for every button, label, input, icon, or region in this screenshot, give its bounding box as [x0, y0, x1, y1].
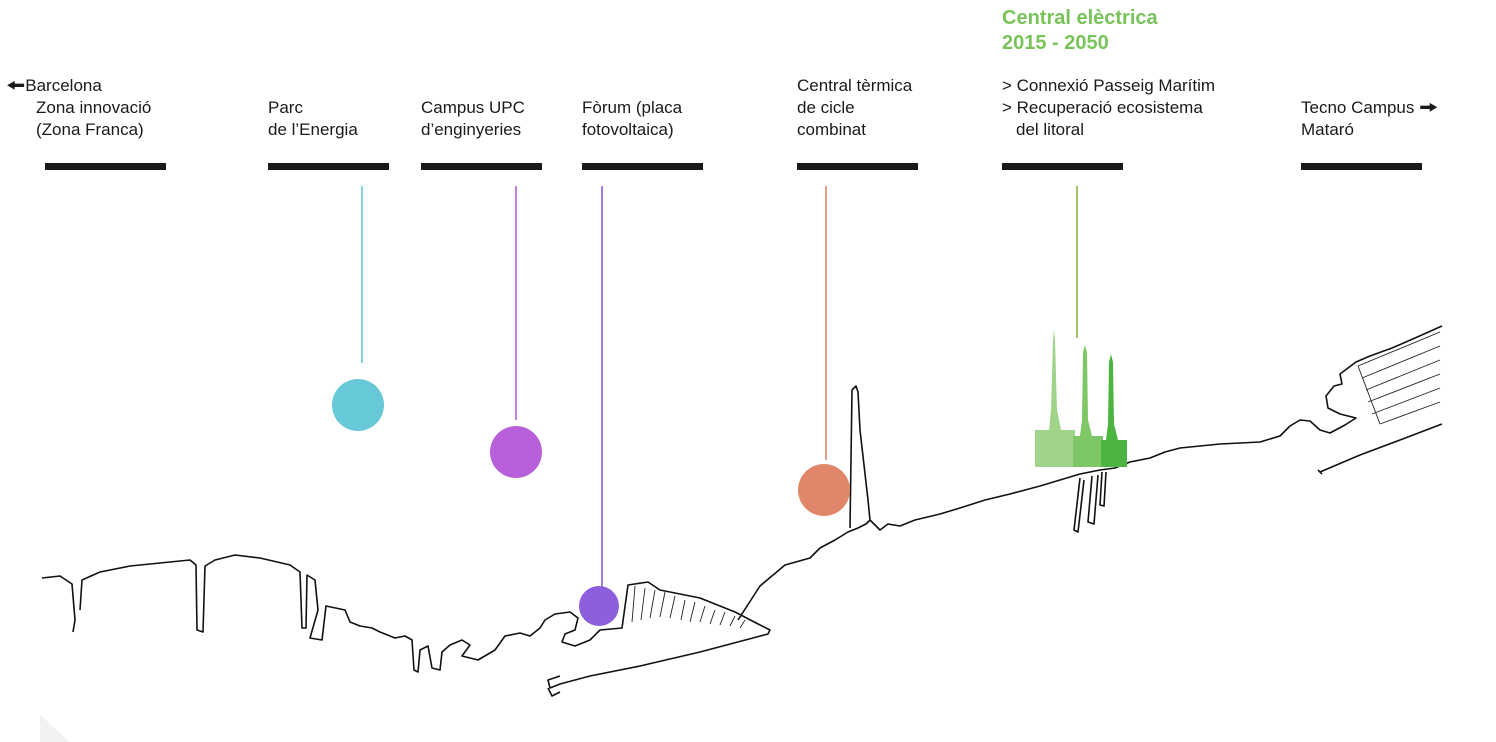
thermal-label: Central tèrmica de cicle combinat: [797, 76, 913, 139]
energy-park-marker: [332, 379, 384, 431]
upc-marker: [490, 426, 542, 478]
electric-items: > Connexió Passeig Marítim > Recuperació…: [1002, 76, 1216, 139]
electric-bar: [1002, 163, 1123, 170]
electric-title: Central elèctrica 2015 - 2050: [1002, 7, 1158, 54]
thermal-bar: [797, 163, 918, 170]
mataro-bar: [1301, 163, 1422, 170]
forum-label: Fòrum (placa fotovoltaica): [582, 98, 683, 139]
mataro-label: Tecno Campus 🠚 Mataró: [1301, 95, 1439, 140]
arrow-right-icon: 🠚: [1419, 95, 1439, 120]
thermal-marker: [798, 464, 850, 516]
forum-hatching: [631, 585, 746, 629]
energy-park-label: Parc de l’Energia: [268, 98, 358, 139]
arrow-left-icon: 🠘: [6, 73, 26, 98]
barcelona-label: 🠘Barcelona Zona innovació (Zona Franca): [6, 73, 152, 140]
forum-marker: [579, 586, 619, 626]
port-hatching: [1357, 331, 1441, 425]
upc-bar: [421, 163, 542, 170]
upc-label: Campus UPC d’enginyeries: [421, 98, 525, 139]
forum-bar: [582, 163, 703, 170]
coastline: [41, 325, 1443, 697]
shade: [40, 715, 70, 742]
chimney-icon: [1035, 330, 1127, 467]
barcelona-bar: [45, 163, 166, 170]
energy-park-bar: [268, 163, 389, 170]
